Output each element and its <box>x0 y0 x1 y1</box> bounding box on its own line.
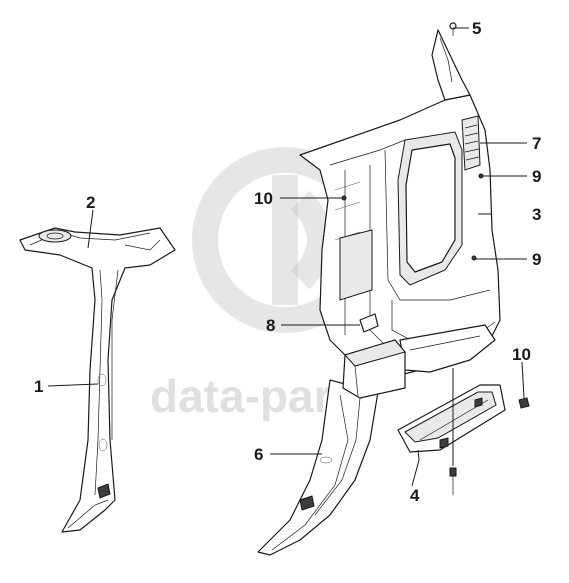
part-cargo-tray[interactable] <box>397 384 506 453</box>
callout-4: 4 <box>410 486 420 505</box>
callout-3: 3 <box>532 205 541 224</box>
part-a-pillar-trim[interactable] <box>19 227 176 533</box>
callout-9-upper: 9 <box>532 167 541 186</box>
callout-8: 8 <box>266 316 275 335</box>
callout-5: 5 <box>472 19 481 38</box>
part-quarter-trim-panel[interactable] <box>299 29 501 379</box>
callout-9-lower: 9 <box>532 250 541 269</box>
leader-lines <box>47 27 527 487</box>
callout-2: 2 <box>86 193 95 212</box>
callout-10-lower: 10 <box>512 345 531 364</box>
fastener-clip-10a[interactable] <box>341 195 347 201</box>
fastener-clip-9b[interactable] <box>471 255 477 261</box>
callout-1: 1 <box>34 377 43 396</box>
part-storage-box[interactable] <box>342 313 406 399</box>
fastener-clip-5[interactable] <box>449 22 457 36</box>
callout-10-upper: 10 <box>254 189 273 208</box>
fastener-screw-4[interactable] <box>449 467 457 495</box>
fastener-clip-9a[interactable] <box>478 173 484 179</box>
callout-6: 6 <box>254 445 263 464</box>
callout-7: 7 <box>532 134 541 153</box>
part-vent-grille[interactable] <box>461 115 481 171</box>
fastener-clip-10b[interactable] <box>518 397 530 409</box>
